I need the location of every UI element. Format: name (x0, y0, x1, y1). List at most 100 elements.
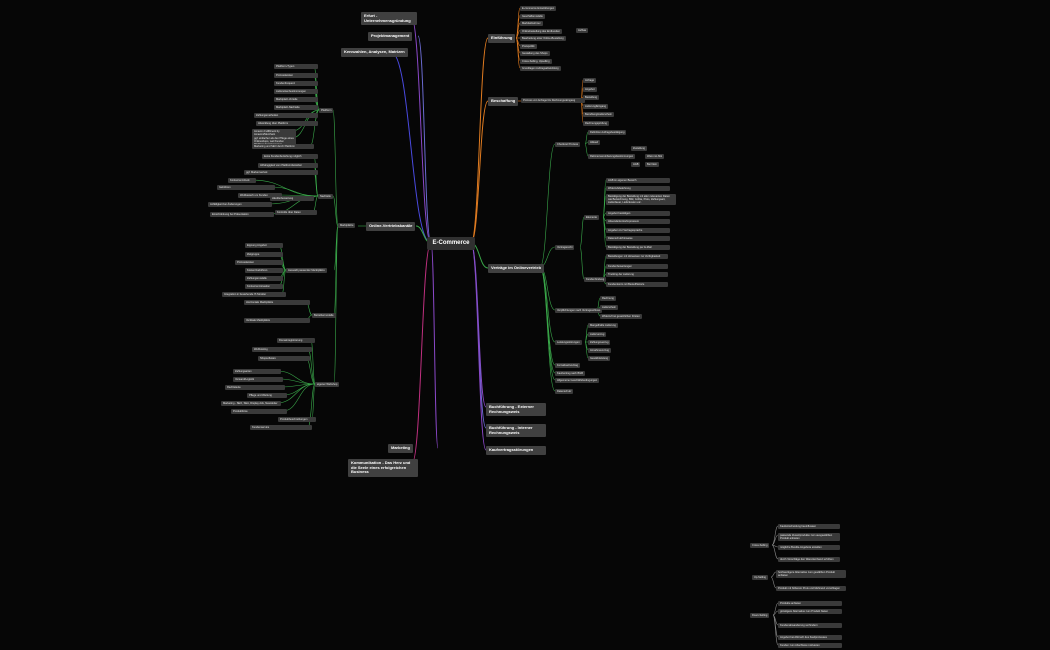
beschaffung-item[interactable]: Lieferung/Eingang (583, 103, 609, 109)
elemente-item[interactable]: Angaben zur Vertragssprache (606, 228, 670, 233)
leistungsstoerungen-item[interactable]: Mangelhafte Lieferung (588, 323, 618, 328)
cross-selling-item[interactable]: durch Vorschläge den Warenkorbwert erhöh… (778, 557, 840, 562)
cross-selling-item[interactable]: mögliche Bundle-Angebote erstellen (778, 545, 840, 550)
plattform-item[interactable]: Amazon Fulfillment by Amazon/Merchant (252, 129, 296, 137)
left-branch-3[interactable]: Online-Vertriebskanäle (366, 222, 416, 231)
verpflichtung-item[interactable]: Lieferschein (600, 305, 618, 310)
aufbau-node[interactable]: Aufbau (576, 28, 589, 33)
checkout-child[interactable]: Abkauf (588, 140, 601, 145)
nachteile-item[interactable]: ggf. Markenverlust (244, 170, 318, 175)
elemente-node[interactable]: Elemente (584, 215, 599, 220)
leistungsstoerungen-item[interactable]: Zahlungsverzug (588, 340, 611, 345)
beschaffung-item[interactable]: Bezahlung/Lieferschein (583, 112, 614, 117)
cross-selling-item[interactable]: passende Zusatzprodukte zum ausgewählten… (778, 533, 840, 541)
plattform-item[interactable]: Plattform-Typen (274, 64, 318, 69)
plattform-item[interactable]: Lieferantenbestimmungen (274, 89, 318, 94)
elemente-item[interactable]: Angebot bestätigen (606, 211, 670, 216)
verpflichtung-node[interactable]: Verpflichtungen nach Vertragsschluss (555, 308, 603, 313)
up-selling-item[interactable]: Produkt mit höherem Preis und Mehrwert v… (776, 586, 846, 591)
right-branch-4[interactable]: Buchführung - Interner Rechnungsweis (486, 424, 546, 438)
plattform-item[interactable]: Kundenfrequenz (274, 81, 318, 86)
plattform-item[interactable]: Zahlungsmethoden (254, 113, 318, 118)
auswahl-item[interactable]: Integration in bestehende IT-Struktur (222, 292, 286, 297)
einfuehrung-item[interactable]: Cross-Selling, Upselling (520, 58, 552, 64)
einfuehrung-item[interactable]: Grundlagen Auftragsabwicklung (520, 66, 561, 71)
einfuehrung-item[interactable]: Onlinebestellung des Endkunden (520, 28, 563, 34)
auswahl-item[interactable]: Kosten/Gebühren (245, 268, 283, 273)
cross-selling-node[interactable]: Cross-Selling (750, 543, 770, 548)
checkout-sub[interactable]: Zustellung (631, 146, 647, 151)
auswahl-item[interactable]: Zielgruppe (245, 252, 283, 257)
nachteile-item[interactable]: Anfälligkeit bei Änderungen (208, 202, 272, 207)
leistungsstoerungen-item[interactable]: Annahmeverzug (588, 348, 611, 353)
right-branch-5[interactable]: Kaufvertragsstörungen (486, 446, 546, 455)
elemente-item[interactable]: Widerrufsbelehrung (606, 186, 670, 191)
einfuehrung-item[interactable]: E-commerce Entwicklungen (520, 6, 557, 11)
betreiber-item[interactable]: Vertikale Marktplätze (244, 318, 310, 323)
webshop-item[interactable]: Marketing - SEO, SEA, Display Ads, Newsl… (221, 401, 281, 406)
nachteile-item[interactable]: Abhängigkeit vom Plattformbetreiber (258, 163, 318, 168)
checkout-child[interactable]: Definition Auftragsbestätigung (588, 130, 627, 135)
checkout-sub[interactable]: AGB (631, 162, 641, 167)
down-selling-node[interactable]: Down-Selling (750, 613, 770, 618)
down-selling-item[interactable]: günstigere Alternative zum Produkt biete… (778, 609, 842, 614)
auswahl-item[interactable]: Konkurrenzsituation (245, 284, 283, 289)
kundenbindung-item[interactable]: Tracking der Lieferung (606, 272, 668, 277)
vertragsrecht-node[interactable]: Vertragsrecht (555, 245, 575, 250)
elemente-item[interactable]: Bestätigung der Bestellung per E-Mail (606, 245, 670, 250)
vertraege-extra[interactable]: Kaufvertrag nach BGB (555, 371, 585, 376)
beschaffung-item[interactable]: Bestellung (583, 95, 600, 100)
nachteile-item[interactable]: Einschränkung bei Präsentation (210, 212, 274, 217)
einfuehrung-item[interactable]: Bearbeitung einer Online-Bestellung (520, 36, 566, 41)
nachteile-item[interactable]: keine Kundenbeziehung möglich (262, 154, 318, 159)
betreibermodelle-node[interactable]: Betreibermodelle (312, 313, 336, 318)
betreiber-item[interactable]: Horizontale Marktplätze (244, 300, 310, 305)
leistungsstoerungen-item[interactable]: Lieferverzug (588, 332, 607, 337)
leistungsstoerungen-node[interactable]: Leistungsstörungen (555, 340, 582, 345)
left-branch-5[interactable]: Kommunikation - Das Herz und die Seele e… (348, 459, 418, 477)
left-branch-4[interactable]: Marketing (388, 444, 413, 453)
right-branch-2[interactable]: Verträge im Onlinevertrieb (488, 264, 545, 273)
down-selling-item[interactable]: Kundenabwanderung verhindern (778, 623, 842, 628)
beschaffung-item[interactable]: Rechnungsprüfung (583, 120, 609, 126)
einfuehrung-item[interactable]: Preispolitik (520, 43, 537, 49)
right-branch-3[interactable]: Buchführung - Externer Rechnungsweis (486, 403, 546, 417)
leistungsstoerungen-item[interactable]: Gewährleistung (588, 356, 611, 361)
plattform-item[interactable]: Marketing und SEO durch Plattform (252, 144, 314, 149)
right-branch-1[interactable]: Beschaffung (488, 97, 519, 106)
vertraege-extra[interactable]: Datenschutz (555, 389, 574, 394)
checkout-child[interactable]: Rahmenvereinbarungsbestimmungen (588, 154, 636, 159)
einfuehrung-item[interactable]: Marktteilnehmer (520, 21, 543, 26)
elemente-item[interactable]: Datenschutzhinweise (606, 236, 670, 241)
webshop-item[interactable]: Kundenservice (250, 425, 312, 430)
nachteile-item[interactable]: Gebühren (217, 185, 275, 190)
nachteile-item[interactable]: Konkurrenzdruck (228, 178, 256, 183)
left-branch-0[interactable]: Erfurt - Unternehmensgründung (361, 12, 417, 26)
elemente-item[interactable]: Absenderkonto/Impressum (606, 219, 670, 224)
down-selling-item[interactable]: Produkte anbieten (778, 601, 842, 606)
kundenbindung-item[interactable]: Bestellungen mit Hinweisen zur Verfügbar… (606, 254, 668, 259)
einfuehrung-item[interactable]: Gestaltung des Shops (520, 51, 550, 56)
left-branch-2[interactable]: Kennzahlen, Analysen, Matrizen (341, 48, 408, 57)
right-branch-0[interactable]: Einführung (488, 34, 516, 43)
down-selling-item[interactable]: Kunden zum Abschluss motivieren (778, 643, 842, 648)
down-selling-item[interactable]: Angebot bei Abbruch des Kaufprozesses (778, 635, 842, 640)
nachteile-item[interactable]: Kontrolle über Daten (275, 210, 317, 215)
webshop-item[interactable]: Versand/Logistik (233, 377, 283, 382)
auswahl-node[interactable]: Auswahl passender Marktplätze (286, 268, 327, 273)
up-selling-item[interactable]: hochwertigere Alternative zum gewählten … (776, 570, 846, 578)
plattform-item[interactable]: Abwicklung über Plattform (256, 121, 318, 126)
auswahl-item[interactable]: Eignung Angebot (245, 243, 283, 248)
plattform-item[interactable]: Marktplatz-Nachteile (274, 105, 318, 110)
webshop-item[interactable]: Produktfotos (231, 409, 287, 414)
checkout-sub[interactable]: Bei Nein (645, 162, 659, 167)
central-topic[interactable]: E-Commerce (427, 237, 475, 250)
nachteile-item[interactable]: Wettbewerb um Kunden (238, 193, 282, 198)
beschaffung-item[interactable]: Angebot (583, 86, 597, 92)
kundenbindung-node[interactable]: Kundenbindung (584, 277, 607, 282)
beschaffung-item[interactable]: Anfrage (583, 78, 597, 83)
plattform-item[interactable]: Prozesskosten (274, 73, 318, 78)
cross-selling-item[interactable]: Kaufentscheidung beeinflussen (778, 524, 840, 529)
verpflichtung-item[interactable]: Widerruf bei gesetzlichen Fristen (600, 314, 642, 319)
elemente-item[interactable]: AGB im eigenen Bereich (606, 178, 670, 183)
